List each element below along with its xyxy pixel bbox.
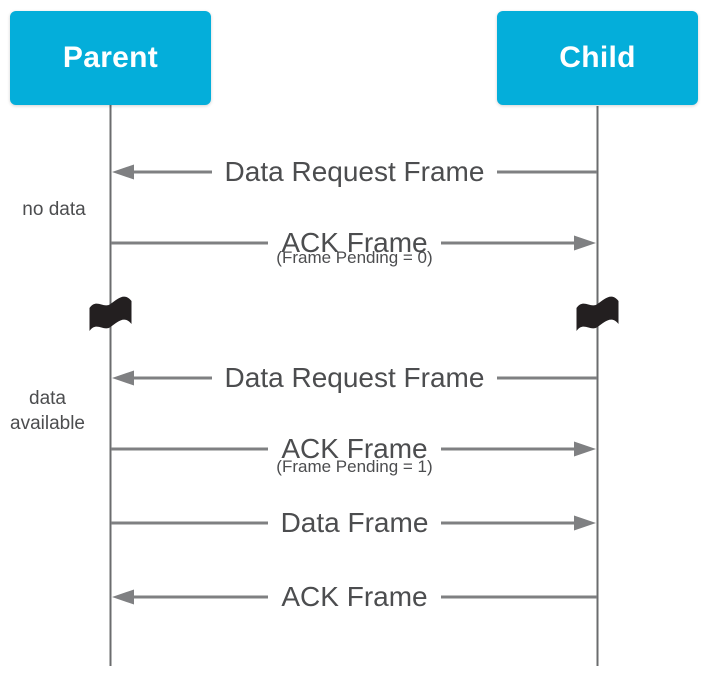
arrowhead-left-icon [112, 370, 134, 386]
flag-icon [89, 296, 132, 331]
actor-parent-label: Parent [62, 41, 159, 74]
message-arrow-ack-2 [111, 441, 596, 457]
arrowhead-right-icon [574, 441, 596, 457]
actor-parent: Parent [10, 11, 211, 105]
flag-icon [576, 296, 619, 331]
message-sublabel-frame-pending-0: (Frame Pending = 0) [111, 249, 598, 267]
message-sublabel-frame-pending-1: (Frame Pending = 1) [111, 458, 598, 476]
message-arrow-data-request-1 [112, 164, 597, 180]
message-sublabel-text: (Frame Pending = 1) [276, 457, 433, 476]
actor-child-label: Child [559, 41, 636, 74]
message-arrow-ack-3 [112, 589, 597, 605]
actor-child: Child [497, 11, 698, 105]
arrowhead-left-icon [112, 164, 134, 180]
message-arrow-data-frame [111, 515, 596, 531]
message-arrow-data-request-2 [112, 370, 597, 386]
phase-label-data-available: data available [10, 388, 85, 434]
message-sublabel-text: (Frame Pending = 0) [276, 248, 433, 267]
phase-label-no-data: no data [22, 199, 86, 220]
arrowhead-right-icon [574, 235, 596, 251]
arrowhead-left-icon [112, 589, 134, 605]
arrowhead-right-icon [574, 515, 596, 531]
